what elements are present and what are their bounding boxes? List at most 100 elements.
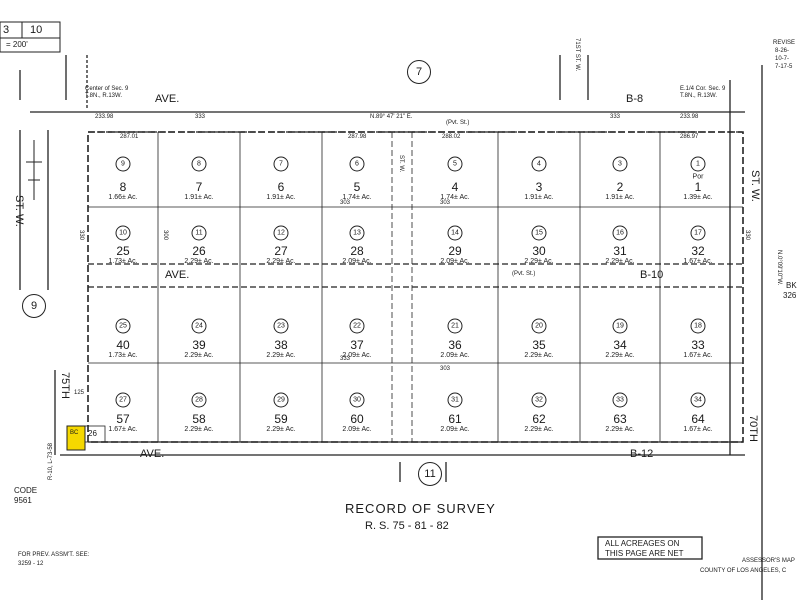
parcel-circle: 18 <box>690 318 706 334</box>
dim-top-7: 233.98 <box>680 114 699 120</box>
parcel-area: 1.73± Ac. <box>108 352 138 359</box>
parcel-number[interactable]: 38 <box>274 338 288 352</box>
parcel-area: 2.29± Ac. <box>524 352 554 359</box>
block-side-label-1: BK <box>786 281 797 290</box>
parcel-number[interactable]: 31 <box>613 244 627 258</box>
street-71st: 71ST ST. W. <box>574 38 580 72</box>
bearing-side-label: N.0°09'10"W. <box>776 250 782 286</box>
dim-top-1: 333 <box>195 114 206 120</box>
parcel-circle: 17 <box>690 225 706 241</box>
parcel-area: 1.74± Ac. <box>440 194 470 201</box>
dim-303-c: 303 <box>440 366 451 372</box>
parcel-area: 1.91± Ac. <box>524 194 554 201</box>
parcel-area: 1.73± Ac. <box>108 258 138 265</box>
parcel-circle: 3 <box>612 156 628 172</box>
street-ave-mid: AVE. <box>165 269 190 281</box>
parcel-circle: 33 <box>612 392 628 408</box>
dim-top-0: 233.98 <box>95 114 114 120</box>
parcel-area: 2.29± Ac. <box>184 352 214 359</box>
parcel-circle: 21 <box>447 318 463 334</box>
parcel-number[interactable]: 1 <box>694 180 702 194</box>
parcel-area: 2.29± Ac. <box>266 258 296 265</box>
parcel-number[interactable]: 8 <box>119 180 127 194</box>
parcel-number[interactable]: 61 <box>448 412 462 426</box>
revised-date-3: 7-17-5 <box>775 64 793 70</box>
revised-date-1: 8-26- <box>775 48 790 54</box>
parcel-number[interactable]: 29 <box>448 244 462 258</box>
acreage-note-box <box>597 536 703 560</box>
parcel-circle: 24 <box>191 318 207 334</box>
parcel-number[interactable]: 6 <box>277 180 285 194</box>
parcel-number[interactable]: 33 <box>691 338 705 352</box>
street-b8: B-8 <box>626 93 644 105</box>
parcel-circle: 7 <box>273 156 289 172</box>
parcel-number[interactable]: 32 <box>691 244 705 258</box>
parcel-circle: 27 <box>115 392 131 408</box>
parcel-number[interactable]: 4 <box>451 180 459 194</box>
parcel-circle: 15 <box>531 225 547 241</box>
parcel-area: 2.29± Ac. <box>605 426 635 433</box>
parcel-circle: 13 <box>349 225 365 241</box>
parcel-area: 1.67± Ac. <box>683 352 713 359</box>
parcel-number[interactable]: 60 <box>350 412 364 426</box>
parcel-number[interactable]: 5 <box>353 180 361 194</box>
small-parcel-circle: 125 <box>74 390 85 396</box>
section-note-line2: T.8N., R.13W. <box>85 93 123 99</box>
street-70th: 70TH <box>747 415 759 442</box>
parcel-area: 2.09± Ac. <box>342 426 372 433</box>
parcel-number[interactable]: 40 <box>116 338 130 352</box>
dim-330-a: 330 <box>78 229 85 241</box>
parcel-number[interactable]: 26 <box>192 244 206 258</box>
scale-box <box>0 37 61 53</box>
parcel-number[interactable]: 35 <box>532 338 546 352</box>
parcel-number[interactable]: 63 <box>613 412 627 426</box>
street-b12: B-12 <box>630 448 654 460</box>
parcel-number[interactable]: 2 <box>616 180 624 194</box>
parcel-area: 1.74± Ac. <box>342 194 372 201</box>
parcel-area: 2.09± Ac. <box>342 258 372 265</box>
parcel-number[interactable]: 34 <box>613 338 627 352</box>
parcel-area: 1.67± Ac. <box>108 426 138 433</box>
parcel-number[interactable]: 37 <box>350 338 364 352</box>
revised-label: REVISE <box>773 40 796 46</box>
parcel-area: 2.29± Ac. <box>184 426 214 433</box>
parcel-number[interactable]: 27 <box>274 244 288 258</box>
parcel-area: 1.67± Ac. <box>683 258 713 265</box>
parcel-number[interactable]: 30 <box>532 244 546 258</box>
parcel-number[interactable]: 58 <box>192 412 206 426</box>
parcel-number[interactable]: 36 <box>448 338 462 352</box>
parcel-number[interactable]: 39 <box>192 338 206 352</box>
parcel-number[interactable]: 64 <box>691 412 705 426</box>
parcel-number[interactable]: 7 <box>195 180 203 194</box>
record-title: RECORD OF SURVEY <box>345 501 496 516</box>
dim-303-b: 303 <box>440 200 451 206</box>
parcel-circle: 32 <box>531 392 547 408</box>
parcel-number[interactable]: 57 <box>116 412 130 426</box>
parcel-circle: 34 <box>690 392 706 408</box>
parcel-number[interactable]: 3 <box>535 180 543 194</box>
code-value: 9561 <box>14 496 32 505</box>
parcel-area: 2.29± Ac. <box>605 258 635 265</box>
parcel-circle: 12 <box>273 225 289 241</box>
parcel-circle: 23 <box>273 318 289 334</box>
street-st-w-right: ST. W. <box>749 170 761 202</box>
revised-date-2: 10-7- <box>775 56 790 62</box>
parcel-number[interactable]: 25 <box>116 244 130 258</box>
county-label: COUNTY OF LOS ANGELES, C <box>700 568 787 574</box>
parcel-circle: 19 <box>612 318 628 334</box>
parcel-number[interactable]: 59 <box>274 412 288 426</box>
book-number: 3 <box>3 24 10 36</box>
outer-streets <box>19 55 763 600</box>
dim-frontage-2: 288.02 <box>442 134 461 140</box>
parcel-circle: 14 <box>447 225 463 241</box>
parcel-area: 2.09± Ac. <box>440 258 470 265</box>
parcel-number[interactable]: 62 <box>532 412 546 426</box>
code-label: CODE <box>14 486 38 495</box>
left-ref: R-10, L-73-58 <box>48 442 54 480</box>
parcel-number[interactable]: 28 <box>350 244 364 258</box>
prev-assmt-label: FOR PREV. ASSM'T. SEE: <box>18 552 90 558</box>
dim-300-a: 300 <box>162 229 169 241</box>
parcel-circle: 29 <box>273 392 289 408</box>
parcel-area: 2.09± Ac. <box>440 426 470 433</box>
block-side-label-2: 326 <box>783 291 797 300</box>
